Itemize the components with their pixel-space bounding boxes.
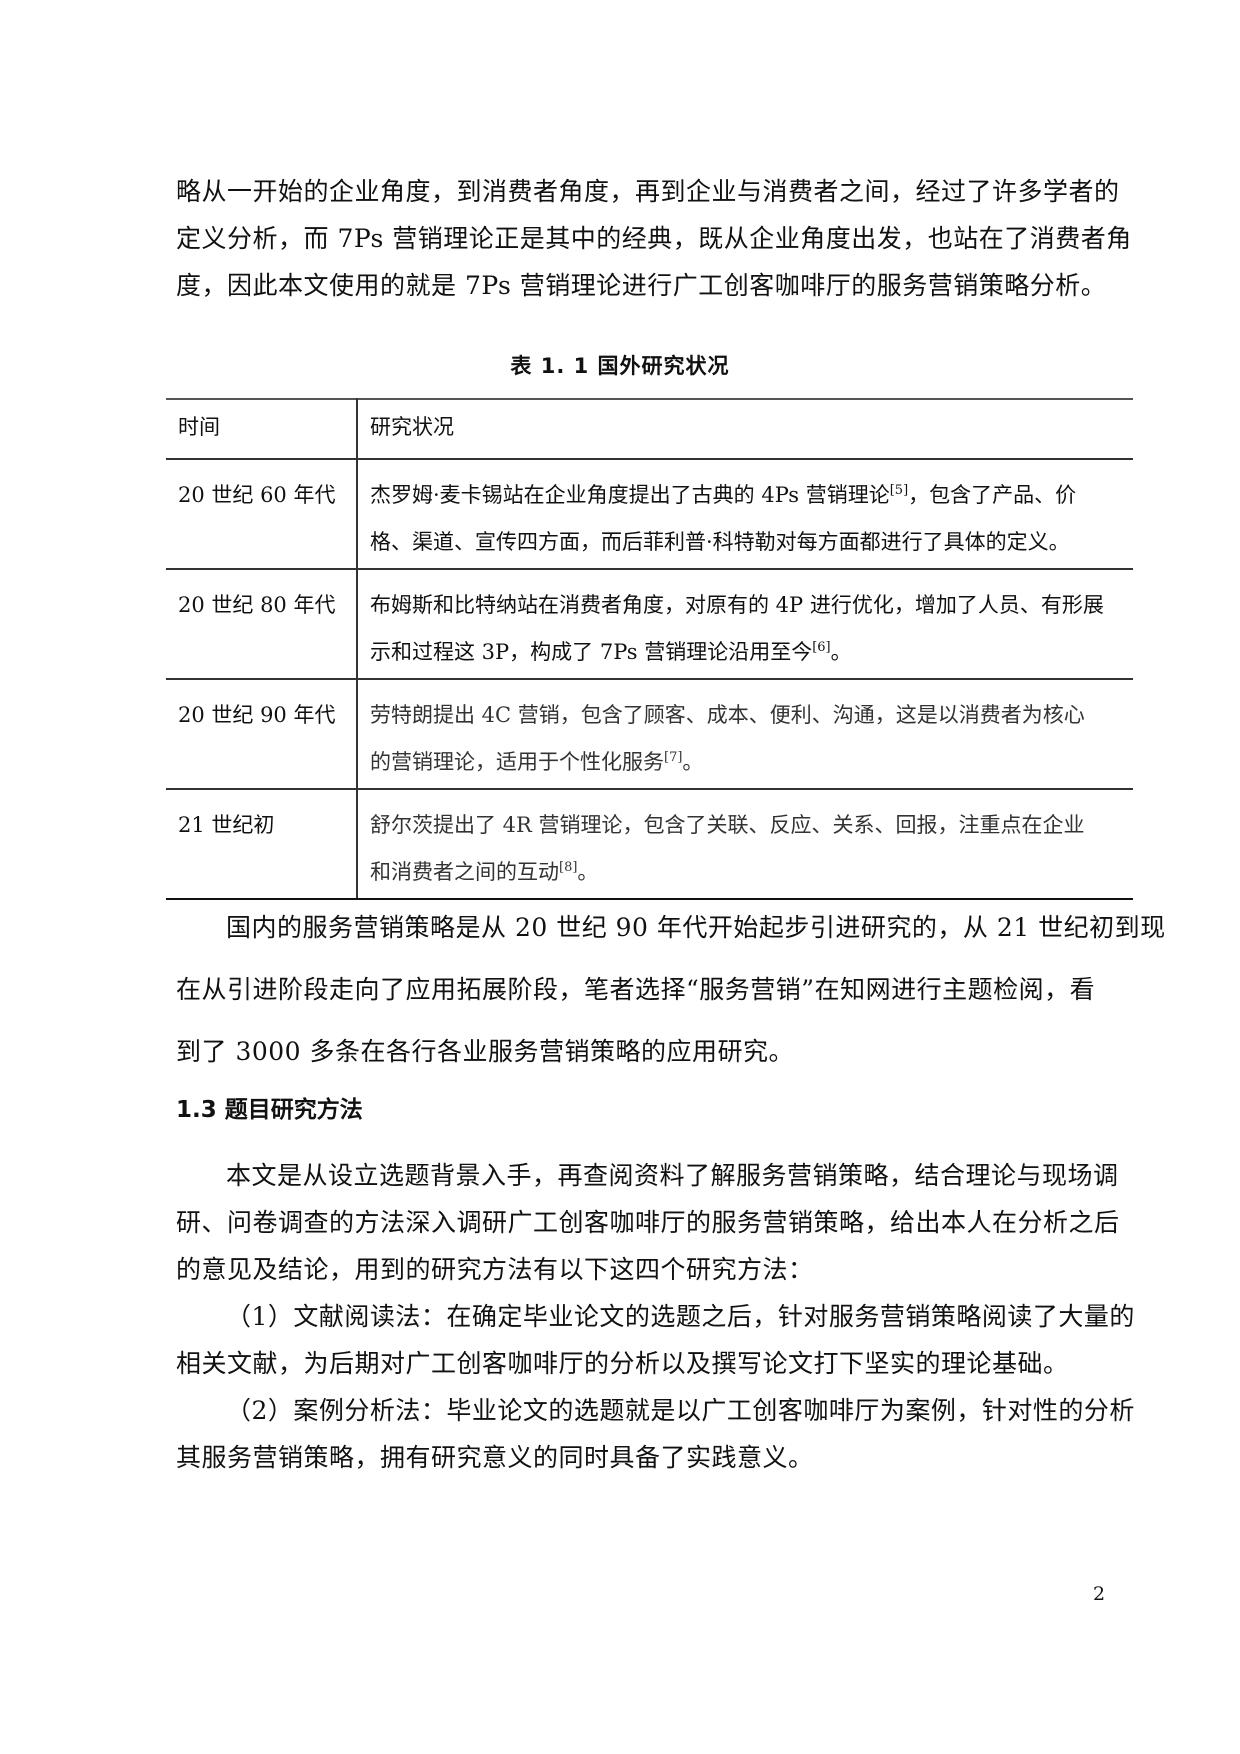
text-line: 本文是从设立选题背景入手，再查阅资料了解服务营销策略，结合理论与现场调 bbox=[226, 1161, 1119, 1190]
text-line: 到了 3000 多条在各行各业服务营销策略的应用研究。 bbox=[176, 1037, 795, 1066]
table-caption: 表 1. 1 国外研究状况 bbox=[510, 354, 730, 378]
header-time: 时间 bbox=[166, 398, 358, 459]
cell-time: 20 世纪 90 年代 bbox=[166, 678, 358, 789]
text-line: 略从一开始的企业角度，到消费者角度，再到企业与消费者之间，经过了许多学者的 bbox=[176, 177, 1120, 206]
text-line: （1）文献阅读法：在确定毕业论文的选题之后，针对服务营销策略阅读了大量的 bbox=[226, 1302, 1135, 1331]
section-heading: 1.3 题目研究方法 bbox=[176, 1097, 363, 1123]
citation-ref: [8] bbox=[559, 860, 578, 875]
domestic-research-paragraph: 国内的服务营销策略是从 20 世纪 90 年代开始起步引进研究的，从 21 世纪… bbox=[176, 897, 1166, 1083]
text-line: 定义分析，而 7Ps 营销理论正是其中的经典，既从企业角度出发，也站在了消费者角 bbox=[176, 224, 1132, 253]
intro-paragraph: 略从一开始的企业角度，到消费者角度，再到企业与消费者之间，经过了许多学者的 定义… bbox=[176, 168, 1136, 309]
method-case-analysis: （2）案例分析法：毕业论文的选题就是以广工创客咖啡厅为案例，针对性的分析 其服务… bbox=[176, 1387, 1136, 1481]
page-number: 2 bbox=[1093, 1583, 1106, 1605]
table-row: 20 世纪 80 年代 布姆斯和比特纳站在消费者角度，对原有的 4P 进行优化，… bbox=[166, 568, 1133, 679]
text-line: 相关文献，为后期对广工创客咖啡厅的分析以及撰写论文打下坚实的理论基础。 bbox=[176, 1349, 1069, 1378]
cell-description: 舒尔茨提出了 4R 营销理论，包含了关联、反应、关系、回报，注重点在企业 和消费… bbox=[357, 788, 1133, 900]
citation-ref: [7] bbox=[664, 750, 683, 765]
text-line: 国内的服务营销策略是从 20 世纪 90 年代开始起步引进研究的，从 21 世纪… bbox=[226, 913, 1166, 942]
cell-time: 21 世纪初 bbox=[166, 788, 358, 900]
research-status-table: 时间 研究状况 20 世纪 60 年代 杰罗姆·麦卡锡站在企业角度提出了古典的 … bbox=[166, 398, 1133, 900]
table-row: 20 世纪 90 年代 劳特朗提出 4C 营销，包含了顾客、成本、便利、沟通，这… bbox=[166, 678, 1133, 789]
text-line: 在从引进阶段走向了应用拓展阶段，笔者选择“服务营销”在知网进行主题检阅，看 bbox=[176, 975, 1096, 1004]
text-line: 研、问卷调查的方法深入调研广工创客咖啡厅的服务营销策略，给出本人在分析之后 bbox=[176, 1208, 1120, 1237]
method-literature-reading: （1）文献阅读法：在确定毕业论文的选题之后，针对服务营销策略阅读了大量的 相关文… bbox=[176, 1293, 1136, 1387]
text-line: 其服务营销策略，拥有研究意义的同时具备了实践意义。 bbox=[176, 1443, 814, 1472]
methods-paragraph: 本文是从设立选题背景入手，再查阅资料了解服务营销策略，结合理论与现场调 研、问卷… bbox=[176, 1152, 1136, 1293]
table-row: 20 世纪 60 年代 杰罗姆·麦卡锡站在企业角度提出了古典的 4Ps 营销理论… bbox=[166, 458, 1133, 569]
citation-ref: [5] bbox=[889, 483, 909, 498]
text-line: （2）案例分析法：毕业论文的选题就是以广工创客咖啡厅为案例，针对性的分析 bbox=[226, 1396, 1135, 1425]
cell-description: 劳特朗提出 4C 营销，包含了顾客、成本、便利、沟通，这是以消费者为核心 的营销… bbox=[357, 678, 1133, 789]
text-line: 的意见及结论，用到的研究方法有以下这四个研究方法： bbox=[176, 1255, 814, 1284]
cell-time: 20 世纪 80 年代 bbox=[166, 568, 358, 679]
table-row: 21 世纪初 舒尔茨提出了 4R 营销理论，包含了关联、反应、关系、回报，注重点… bbox=[166, 788, 1133, 900]
cell-time: 20 世纪 60 年代 bbox=[166, 458, 358, 569]
table-header-row: 时间 研究状况 bbox=[166, 398, 1133, 459]
header-status: 研究状况 bbox=[357, 398, 1133, 459]
cell-description: 杰罗姆·麦卡锡站在企业角度提出了古典的 4Ps 营销理论[5]，包含了产品、价 … bbox=[357, 458, 1133, 569]
cell-description: 布姆斯和比特纳站在消费者角度，对原有的 4P 进行优化，增加了人员、有形展 示和… bbox=[357, 568, 1133, 679]
text-line: 度，因此本文使用的就是 7Ps 营销理论进行广工创客咖啡厅的服务营销策略分析。 bbox=[176, 271, 1107, 300]
citation-ref: [6] bbox=[812, 640, 831, 655]
